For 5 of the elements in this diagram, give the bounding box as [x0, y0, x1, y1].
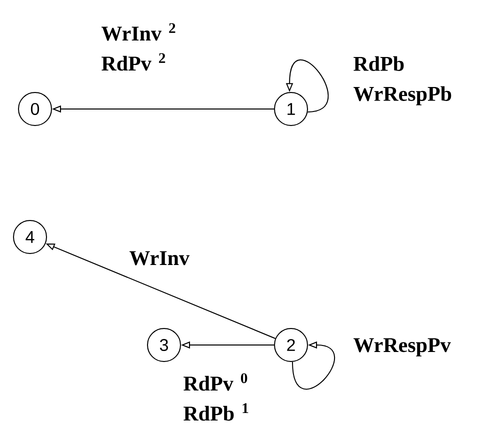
edge-label: RdPb WrRespPb: [354, 56, 452, 106]
edge-label: RdPv $^{0}$ RdPb $^{1}$: [184, 373, 248, 421]
edge-label: WrRespPv: [354, 338, 451, 356]
edge-label: WrInv: [130, 251, 190, 266]
edge-label: WrInv $^{2}$ RdPv $^{2}$: [102, 23, 176, 71]
